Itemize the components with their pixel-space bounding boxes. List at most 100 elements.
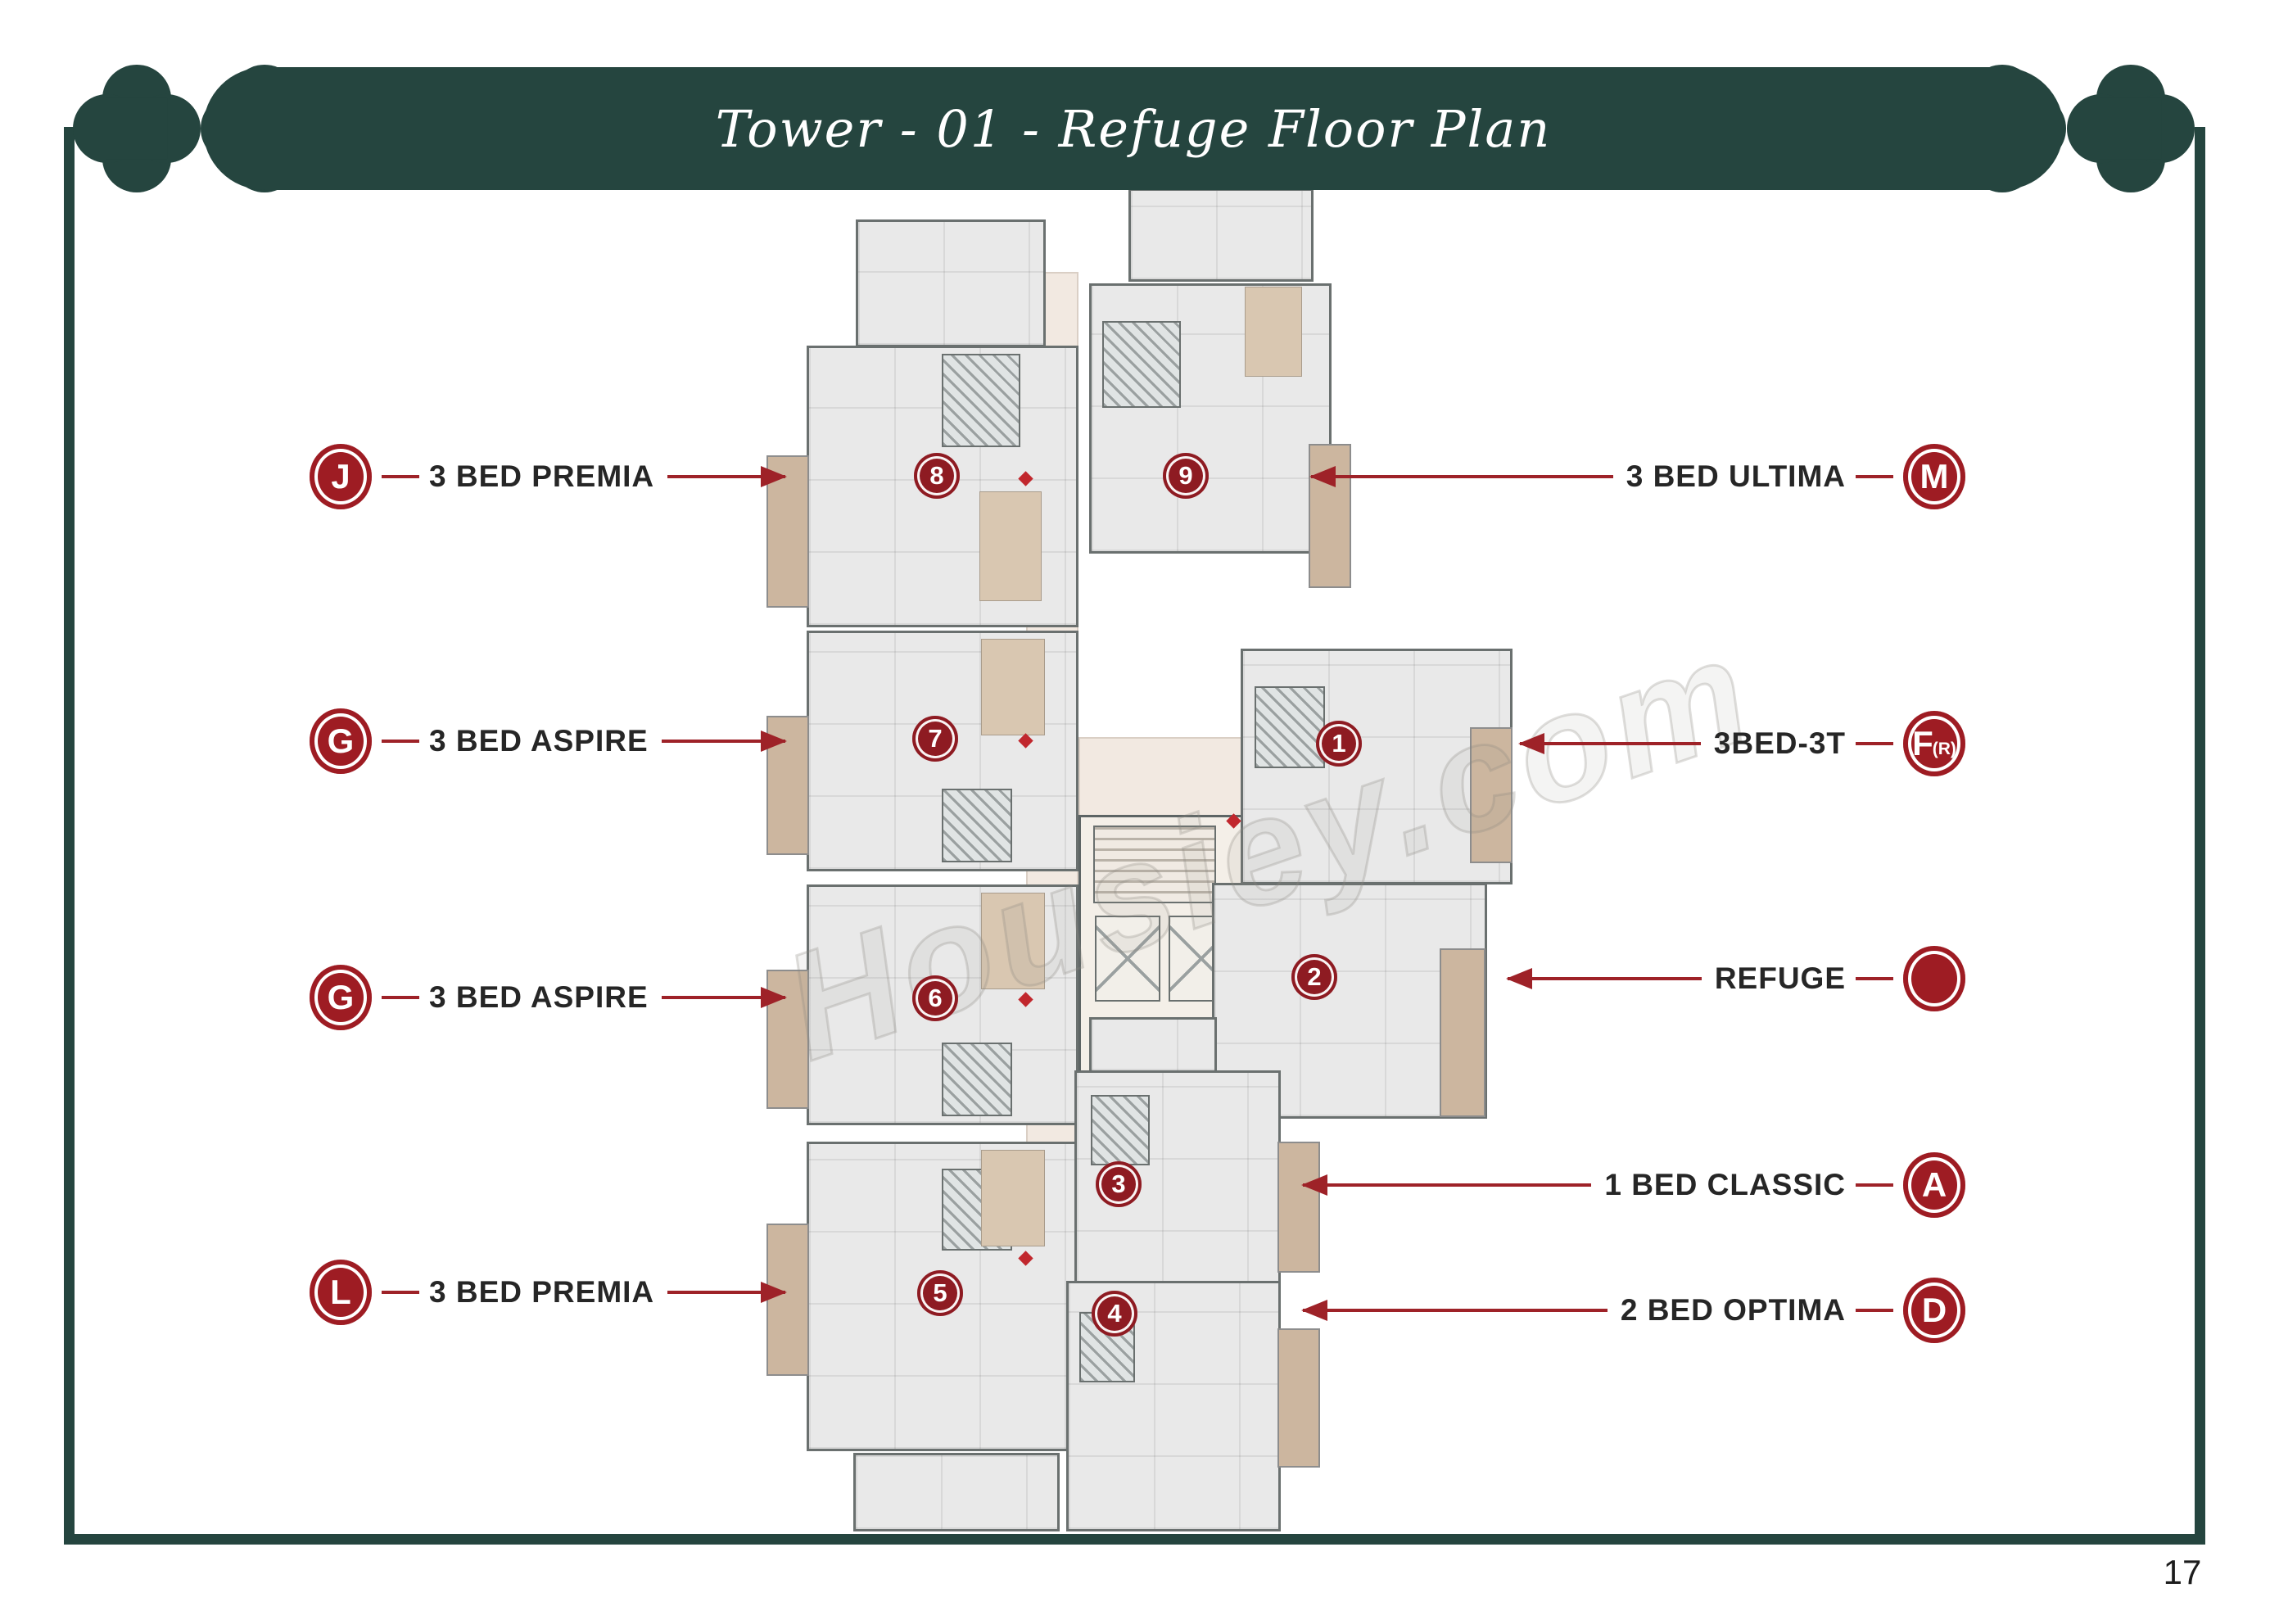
balcony (1277, 1328, 1320, 1468)
kitchen-area (1245, 287, 1302, 377)
unit-type-badge-M: M (1903, 444, 1965, 509)
kitchen-area (981, 639, 1045, 735)
unit-type-label: 2 BED OPTIMA (1620, 1293, 1846, 1327)
unit-9-upper-block (1128, 188, 1314, 282)
kitchen-area (981, 893, 1045, 989)
arrow-right-icon (667, 1291, 785, 1294)
legend-row-1-bed-classic: 1 BED CLASSIC A (1290, 1152, 1965, 1218)
badge-letter: D (1921, 1291, 1947, 1329)
staircase-top (1093, 826, 1216, 903)
shaft (942, 354, 1020, 447)
legend-row-2-bed-optima: 2 BED OPTIMA D (1290, 1278, 1965, 1343)
arrow-right-icon (661, 996, 785, 999)
unit-type-badge-D: D (1903, 1278, 1965, 1343)
connector-dash (1856, 475, 1893, 478)
title-banner: Tower - 01 - Refuge Floor Plan (203, 67, 2064, 190)
unit-type-label: 3 BED ASPIRE (429, 724, 649, 758)
legend-row-3-bed-aspire-bottom: G 3 BED ASPIRE (310, 965, 798, 1030)
kitchen-area (981, 1150, 1045, 1246)
unit-number: 7 (928, 724, 943, 753)
legend-row-3-bed-aspire-top: G 3 BED ASPIRE (310, 708, 798, 774)
unit-marker-4: 4 (1092, 1291, 1137, 1337)
unit-number: 8 (929, 461, 944, 490)
unit-type-label: 1 BED CLASSIC (1604, 1168, 1846, 1201)
shaft (942, 1043, 1012, 1116)
shaft (1091, 1095, 1150, 1165)
arrow-left-icon (1303, 1183, 1592, 1187)
legend-row-3-bed-premia-top: J 3 BED PREMIA (310, 444, 798, 509)
unit-marker-7: 7 (912, 716, 958, 762)
badge-letter: A (1921, 1165, 1947, 1204)
unit-type-label: REFUGE (1714, 961, 1846, 995)
page-border-bottom (64, 1534, 2205, 1545)
balcony (1277, 1142, 1320, 1273)
arrow-left-icon (1520, 742, 1701, 745)
connector-dash (1856, 1183, 1893, 1187)
connector-dash (1856, 977, 1893, 980)
lift-shaft (1095, 916, 1160, 1002)
unit-5-lower-block (853, 1453, 1060, 1531)
unit-type-badge-A: A (1903, 1152, 1965, 1218)
unit-type-badge-G: G (310, 708, 372, 774)
arrow-left-icon (1508, 977, 1702, 980)
arrow-left-icon (1303, 1309, 1608, 1312)
unit-type-badge-L: L (310, 1260, 372, 1325)
connector-dash (1856, 742, 1893, 745)
refuge-badge (1903, 946, 1965, 1011)
arrow-right-icon (667, 475, 785, 478)
unit-3-upper-block (1089, 1017, 1217, 1073)
badge-letter: G (327, 978, 355, 1016)
quatrefoil-ornament-right (2067, 65, 2195, 192)
shaft (1255, 686, 1325, 768)
unit-marker-1: 1 (1316, 721, 1362, 767)
connector-dash (382, 475, 419, 478)
unit-type-badge-F-R: F(R) (1903, 711, 1965, 776)
lift-lobby (1078, 737, 1242, 819)
connector-dash (382, 740, 419, 743)
shaft (942, 789, 1012, 862)
unit-number: 3 (1111, 1169, 1126, 1198)
balcony (1470, 727, 1513, 863)
badge-letter: L (330, 1273, 351, 1311)
unit-number: 6 (928, 984, 943, 1012)
page-number: 17 (2163, 1553, 2202, 1591)
unit-8-upper-block (856, 219, 1046, 347)
legend-row-3bed-3t: 3BED-3T F(R) (1507, 711, 1965, 776)
page-border-right (2195, 127, 2205, 1545)
unit-number: 9 (1178, 461, 1193, 490)
unit-marker-3: 3 (1096, 1161, 1142, 1207)
kitchen-area (979, 491, 1042, 601)
unit-marker-6: 6 (912, 975, 958, 1021)
shaft (1102, 321, 1181, 408)
connector-dash (382, 1291, 419, 1294)
arrow-left-icon (1311, 475, 1613, 478)
badge-letter: G (327, 722, 355, 760)
unit-number: 4 (1107, 1299, 1122, 1328)
unit-marker-8: 8 (914, 453, 960, 499)
unit-type-label: 3 BED PREMIA (429, 459, 655, 493)
badge-letter: J (331, 457, 350, 495)
unit-number: 2 (1307, 962, 1322, 991)
unit-type-label: 3 BED ASPIRE (429, 980, 649, 1014)
unit-type-label: 3 BED ULTIMA (1626, 459, 1846, 493)
unit-number: 1 (1332, 729, 1346, 758)
connector-dash (1856, 1309, 1893, 1312)
arrow-right-icon (661, 740, 785, 743)
unit-marker-5: 5 (917, 1270, 963, 1316)
unit-type-badge-G: G (310, 965, 372, 1030)
unit-marker-2: 2 (1291, 954, 1337, 1000)
unit-type-badge-J: J (310, 444, 372, 509)
badge-letter: M (1920, 457, 1949, 495)
legend-row-3-bed-premia-bottom: L 3 BED PREMIA (310, 1260, 798, 1325)
legend-row-3-bed-ultima: 3 BED ULTIMA M (1298, 444, 1965, 509)
badge-subscript: (R) (1932, 740, 1956, 758)
page-title: Tower - 01 - Refuge Floor Plan (715, 98, 1552, 159)
unit-type-label: 3 BED PREMIA (429, 1275, 655, 1309)
connector-dash (382, 996, 419, 999)
balcony (1440, 948, 1485, 1117)
unit-marker-9: 9 (1163, 453, 1209, 499)
badge-letter: F (1912, 724, 1933, 762)
unit-number: 5 (933, 1278, 947, 1307)
legend-row-refuge: REFUGE (1494, 946, 1965, 1011)
unit-type-label: 3BED-3T (1713, 726, 1846, 760)
